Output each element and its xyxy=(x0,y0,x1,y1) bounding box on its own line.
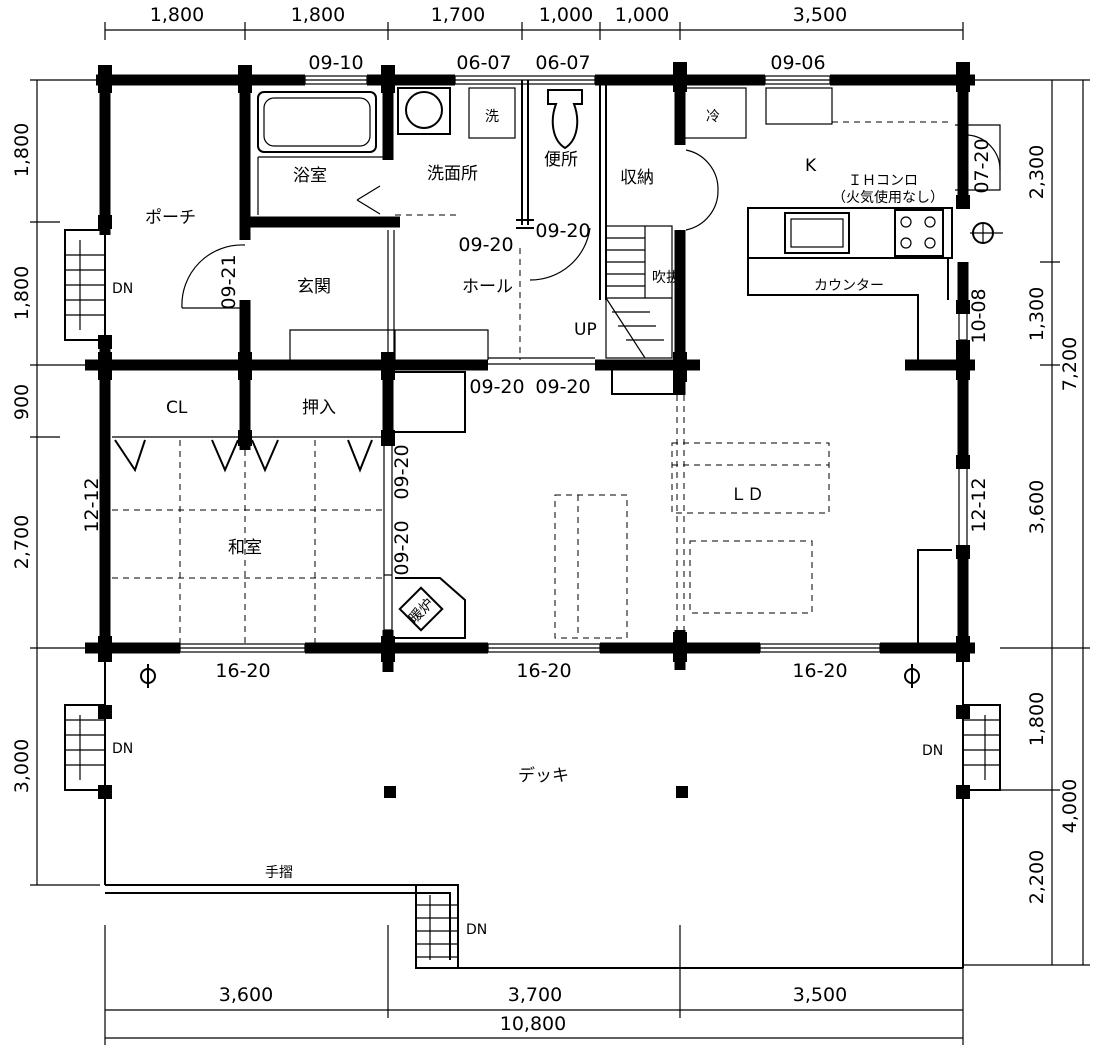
opening-w6: 09-20 xyxy=(458,234,513,256)
fukinuke-label: 吹抜 xyxy=(652,270,680,286)
doors xyxy=(181,124,1001,365)
dim-right-2: 1,300 xyxy=(1026,287,1048,341)
dim-top-3: 1,700 xyxy=(431,4,485,26)
opening-w12: 09-20 xyxy=(391,444,413,499)
dn-deck-bottom: DN xyxy=(466,922,487,938)
room-oshiire: 押入 xyxy=(302,398,336,418)
dim-right-total-upper: 7,200 xyxy=(1059,337,1081,391)
room-hall: ホール xyxy=(462,277,513,297)
top-dimensions: 1,800 1,800 1,700 1,000 1,000 3,500 xyxy=(104,4,964,40)
fridge-label: 冷 xyxy=(706,109,720,125)
room-washroom: 洗面所 xyxy=(427,164,478,184)
washer-label: 洗 xyxy=(485,109,499,125)
opening-w9: 10-08 xyxy=(968,288,990,343)
dn-porch: DN xyxy=(112,281,133,297)
handrail-label: 手摺 xyxy=(265,865,293,881)
dim-right-total-lower: 4,000 xyxy=(1059,779,1081,833)
opening-w8: 09-21 xyxy=(218,254,240,309)
opening-w11: 09-20 xyxy=(535,376,590,398)
dim-left-1: 1,800 xyxy=(11,123,33,177)
dim-top-2: 1,800 xyxy=(291,4,345,26)
walls xyxy=(85,65,975,672)
dim-left-2: 1,800 xyxy=(11,266,33,320)
opening-w10: 09-20 xyxy=(469,376,524,398)
room-washitsu: 和室 xyxy=(228,538,262,558)
deck xyxy=(104,660,964,969)
windows xyxy=(100,75,968,653)
washitsu-details xyxy=(112,436,466,645)
dim-bottom-2: 3,700 xyxy=(508,984,562,1006)
dn-deck-left: DN xyxy=(112,741,133,757)
posts xyxy=(98,62,970,799)
room-counter: カウンター xyxy=(814,278,884,294)
ih-label: ＩＨコンロ xyxy=(848,173,918,189)
fixtures xyxy=(257,87,1003,360)
dim-right-3: 3,600 xyxy=(1026,480,1048,534)
room-ld: ＬＤ xyxy=(730,485,764,505)
ih-note: （火気使用なし） xyxy=(832,189,944,206)
left-dimensions: 1,800 1,800 900 2,700 3,000 xyxy=(11,79,105,886)
opening-w16: 16-20 xyxy=(215,660,270,682)
opening-labels: 09-10 06-07 06-07 09-06 07-20 09-20 09-2… xyxy=(81,52,993,682)
dim-top-4: 1,000 xyxy=(539,4,593,26)
dim-left-5: 3,000 xyxy=(11,739,33,793)
stair-up-label: UP xyxy=(574,320,597,340)
room-toilet: 便所 xyxy=(544,150,578,170)
dim-bottom-3: 3,500 xyxy=(793,984,847,1006)
faucet-symbols xyxy=(140,664,920,688)
opening-w4: 09-06 xyxy=(770,52,825,74)
dim-top-6: 3,500 xyxy=(793,4,847,26)
room-kitchen: K xyxy=(805,156,817,176)
room-deck: デッキ xyxy=(518,765,569,786)
room-bath: 浴室 xyxy=(293,166,327,186)
bottom-dimensions: 3,600 3,700 3,500 10,800 xyxy=(104,925,964,1045)
right-dimensions: 2,300 1,300 3,600 1,800 2,200 7,200 4,00… xyxy=(963,79,1090,966)
room-closet: CL xyxy=(166,398,188,418)
dim-left-4: 2,700 xyxy=(11,515,33,569)
stair: UP 吹抜 xyxy=(574,225,680,395)
opening-w14: 12-12 xyxy=(81,477,103,532)
dim-top-1: 1,800 xyxy=(150,4,204,26)
opening-w17: 16-20 xyxy=(516,660,571,682)
opening-w7: 09-20 xyxy=(535,220,590,242)
opening-w15: 12-12 xyxy=(968,477,990,532)
room-labels: 浴室 洗面所 便所 収納 K ＩＨコンロ （火気使用なし） カウンター ポーチ … xyxy=(112,109,944,938)
dim-bottom-1: 3,600 xyxy=(219,984,273,1006)
side-steps xyxy=(64,229,1001,791)
hall-details xyxy=(289,248,685,630)
room-entry: 玄関 xyxy=(297,277,331,297)
dim-left-3: 900 xyxy=(11,384,33,420)
dim-right-4: 1,800 xyxy=(1026,692,1048,746)
dim-right-5: 2,200 xyxy=(1026,850,1048,904)
dim-top-5: 1,000 xyxy=(615,4,669,26)
opening-w3: 06-07 xyxy=(535,52,590,74)
opening-w2: 06-07 xyxy=(456,52,511,74)
dim-right-1: 2,300 xyxy=(1026,145,1048,199)
opening-w18: 16-20 xyxy=(792,660,847,682)
dn-deck-right: DN xyxy=(922,743,943,759)
ld-furniture xyxy=(554,442,952,648)
room-porch: ポーチ xyxy=(145,208,196,228)
room-storage: 収納 xyxy=(620,168,654,188)
opening-w1: 09-10 xyxy=(308,52,363,74)
dim-total: 10,800 xyxy=(500,1013,566,1035)
opening-w5: 07-20 xyxy=(971,138,993,193)
opening-w13: 09-20 xyxy=(391,520,413,575)
